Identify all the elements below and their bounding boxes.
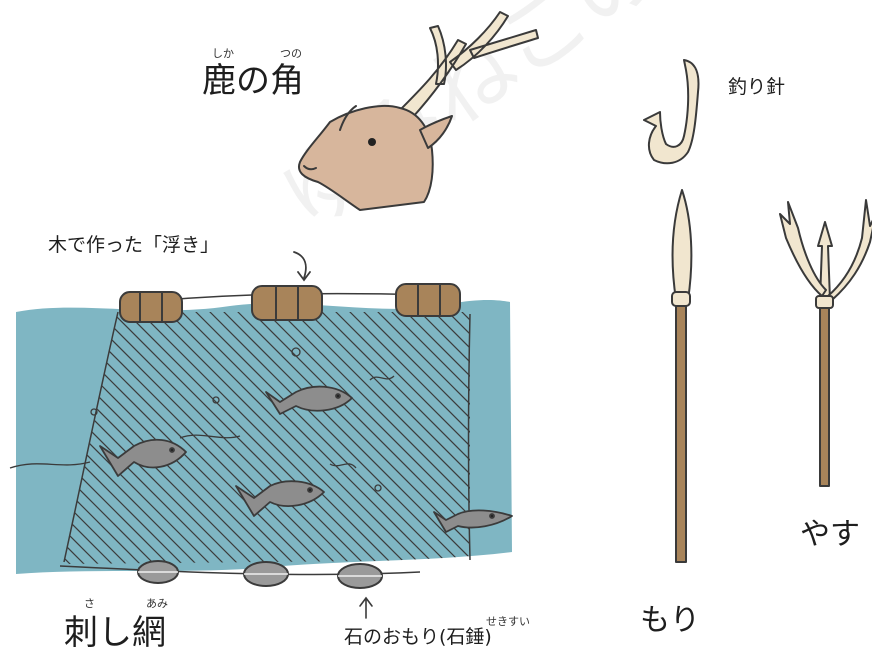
net-mesh-line [183, 312, 465, 564]
fish [235, 480, 325, 517]
net-mesh-line [64, 312, 199, 564]
spear-label: もり [640, 603, 700, 638]
stone-sinker-ruby: せきすい [486, 615, 530, 628]
net-mesh-line [64, 312, 171, 564]
net-mesh-line [113, 312, 395, 564]
net-mesh-line [127, 312, 409, 564]
net-mesh-line [379, 312, 470, 564]
deer-antler-label: 鹿の角 [202, 61, 304, 101]
gill-net-ruby-sa: さ [84, 597, 95, 610]
fish [265, 385, 353, 415]
gill-net-ruby-ami: あみ [146, 597, 168, 610]
deer-antler-ruby-shika: しか [212, 47, 234, 60]
fishhook-illustration [643, 59, 700, 165]
net-mesh-line [239, 312, 470, 564]
wooden-floats [119, 283, 461, 323]
net-mesh-line [155, 312, 437, 564]
float-arrow [293, 251, 311, 282]
fish [99, 438, 187, 477]
trident-illustration [779, 199, 872, 487]
net-mesh-line [281, 312, 470, 564]
net-mesh-line [64, 312, 269, 564]
net-mesh-line [323, 312, 470, 564]
net-mesh-line [169, 312, 451, 564]
stone-arrow [359, 596, 373, 619]
stone-sinker-label: 石のおもり(石錘) [344, 626, 492, 648]
wooden-float [251, 285, 323, 321]
net-mesh-line [71, 312, 353, 564]
net-mesh-line [337, 312, 470, 564]
net-mesh-line [85, 312, 367, 564]
net-mesh-line [0, 300, 16, 580]
net-mesh-line [197, 312, 470, 564]
net-mesh-line [365, 312, 470, 564]
net-mesh-line [64, 312, 255, 564]
net-mesh-line [393, 312, 470, 564]
wooden-float-label: 木で作った「浮き」 [48, 234, 220, 256]
stone-sinkers [137, 560, 383, 589]
net-mesh-line [64, 312, 185, 564]
net-mesh-line [309, 312, 470, 564]
net-mesh-line [267, 312, 470, 564]
net-mesh-line [64, 312, 143, 564]
net-mesh-line [492, 300, 772, 580]
net-mesh-line [351, 312, 470, 564]
trident-binding [815, 295, 834, 309]
spear-binding [671, 291, 691, 307]
spear-head [671, 189, 693, 301]
spear-illustration [671, 189, 693, 563]
net-mesh-line [225, 312, 470, 564]
net-mesh-line [64, 312, 283, 564]
trident-left-prong [779, 201, 827, 297]
fishhook-label: 釣り針 [728, 76, 786, 98]
wooden-float [395, 283, 461, 317]
net-mesh-line [64, 312, 157, 564]
net-mesh-line [506, 300, 786, 580]
fish-group [99, 385, 513, 533]
deer-antler [397, 11, 539, 119]
net-mesh-line [99, 312, 381, 564]
net-mesh-line [64, 312, 129, 564]
net-mesh-line [211, 312, 470, 564]
deer-head-illustration [298, 11, 539, 211]
deer-ear [419, 115, 453, 149]
net-mesh-line [295, 312, 470, 564]
deer-head [298, 104, 434, 211]
trident-right-prong [827, 199, 872, 301]
fishhook [643, 59, 700, 165]
trident-label: やす [800, 517, 860, 552]
gill-net-label: 刺し網 [64, 613, 166, 653]
net-mesh-line [253, 312, 470, 564]
net-mesh-line [64, 312, 241, 564]
net-mesh-line [141, 312, 423, 564]
spear-shaft [675, 299, 687, 563]
fish [433, 509, 513, 533]
net-mesh-line [478, 300, 758, 580]
net-mesh-line [407, 312, 470, 564]
gill-net-scene [0, 251, 786, 619]
deer-eye [368, 138, 376, 146]
net-mesh-line [0, 300, 2, 580]
deer-antler-ruby-tsuno: つの [280, 47, 302, 60]
wooden-float [119, 291, 183, 323]
trident-shaft [819, 299, 830, 487]
